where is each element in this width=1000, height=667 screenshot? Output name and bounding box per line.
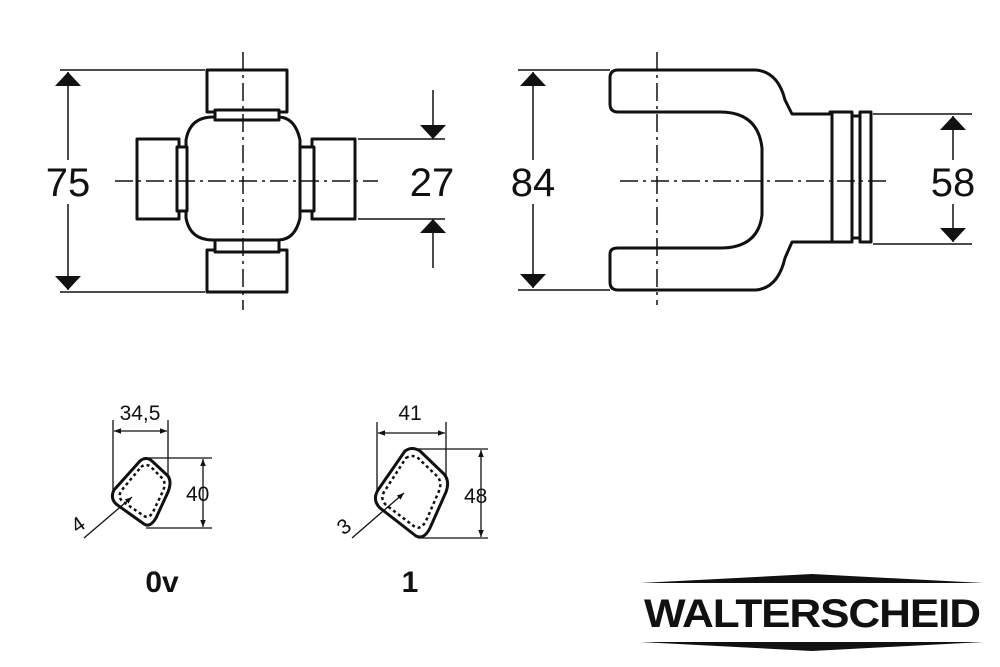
profile-0v-size-label: 0v — [145, 566, 179, 599]
profile-1-size-label: 1 — [402, 566, 419, 599]
profile-0v-dimensions — [83, 420, 212, 539]
profile-1-dimensions — [351, 422, 488, 539]
dimension-27 — [358, 90, 446, 268]
dimension-84-label: 84 — [511, 161, 556, 205]
yoke-view — [608, 68, 873, 292]
profile-0v-height-label: 40 — [186, 483, 209, 506]
dimension-75-label: 75 — [46, 161, 91, 205]
cross-centerlines — [115, 52, 378, 310]
dimension-58-label: 58 — [931, 161, 976, 205]
profile-1-height-label: 48 — [464, 485, 487, 508]
cross-journal-view — [135, 68, 357, 294]
profile-1-section — [373, 447, 450, 539]
profile-1-wall-label: 3 — [333, 514, 356, 540]
walterscheid-logo: WALTERSCHEID — [640, 574, 984, 651]
profile-1-width-label: 41 — [398, 402, 421, 425]
profile-0v-wall-label: 4 — [67, 512, 90, 538]
profile-0v-width-label: 34,5 — [120, 402, 161, 425]
profile-0v-section — [110, 457, 172, 527]
yoke-centerlines — [620, 52, 886, 305]
dimension-27-label: 27 — [410, 161, 455, 205]
brand-name: WALTERSCHEID — [644, 592, 980, 636]
